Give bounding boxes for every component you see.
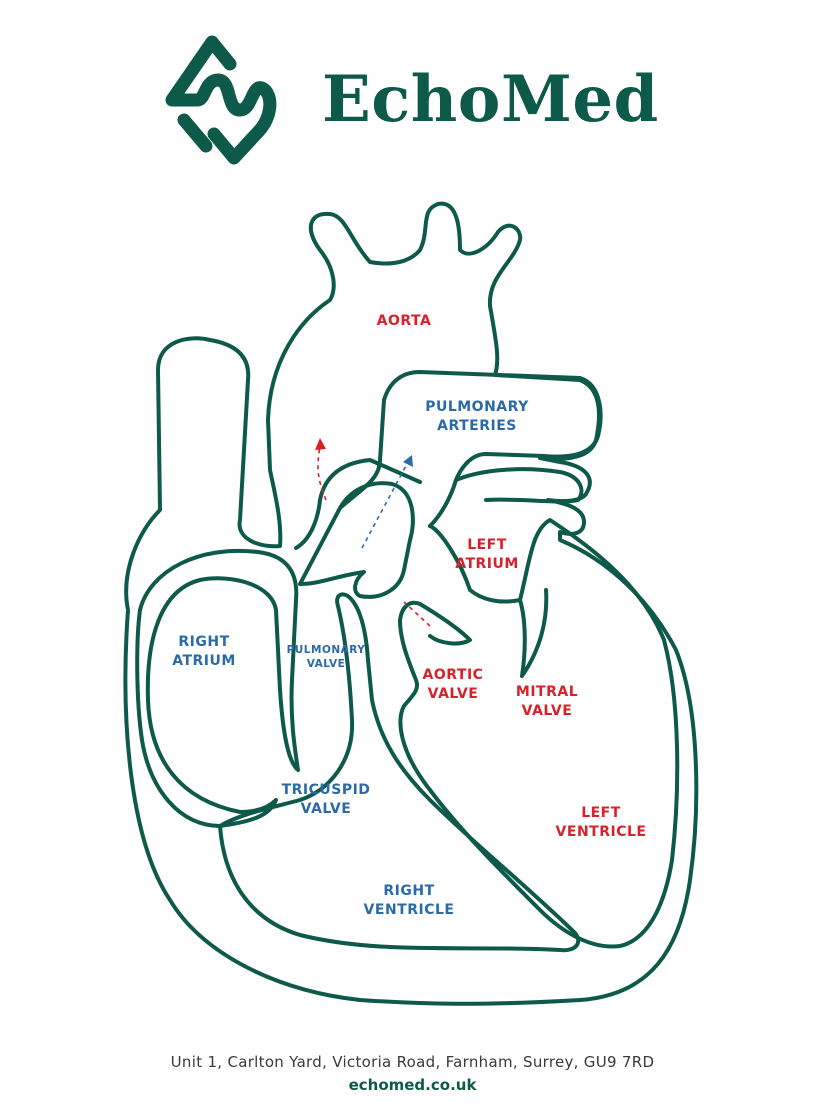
aortic-flow-arrow	[403, 601, 431, 627]
aorta-arrow-head	[315, 438, 326, 450]
label-left-atrium: LEFT ATRIUM	[455, 537, 519, 572]
footer-website-link[interactable]: echomed.co.uk	[348, 1076, 477, 1094]
echomed-logo	[165, 35, 277, 165]
right-ventricle-wall	[218, 592, 581, 953]
right-atrium-wall	[135, 548, 300, 828]
label-pulmonary-valve: PULMONARY VALVE	[286, 644, 366, 670]
pulmonary-flow-arrow	[361, 461, 409, 549]
label-mitral-valve: MITRAL VALVE	[515, 684, 579, 719]
label-pulmonary-arteries: PULMONARY ARTERIES	[425, 399, 529, 434]
heart-wave-logo-icon	[165, 35, 277, 165]
label-right-atrium: RIGHT ATRIUM	[172, 634, 236, 669]
brand-name: EchoMed	[322, 62, 659, 137]
aorta-flow-arrow	[317, 445, 327, 501]
flow-arrows	[317, 445, 431, 627]
pulmonary-artery-branch	[454, 467, 584, 504]
footer-address: Unit 1, Carlton Yard, Victoria Road, Far…	[170, 1053, 655, 1071]
heart-outer-outline	[123, 201, 699, 1006]
pulmonary-arrow-head	[403, 455, 413, 467]
mitral-valve-leaflet	[518, 588, 549, 678]
pulmonary-trunk	[298, 481, 415, 599]
label-left-ventricle: LEFT VENTRICLE	[555, 805, 647, 840]
arrow-heads	[315, 438, 413, 467]
left-heart-wall	[398, 518, 680, 949]
aorta-inner-wall	[294, 458, 422, 550]
label-right-ventricle: RIGHT VENTRICLE	[363, 883, 455, 918]
label-aorta: AORTA	[376, 313, 432, 329]
label-aortic-valve: AORTIC VALVE	[422, 667, 484, 702]
label-tricuspid-valve: TRICUSPID VALVE	[281, 782, 371, 817]
